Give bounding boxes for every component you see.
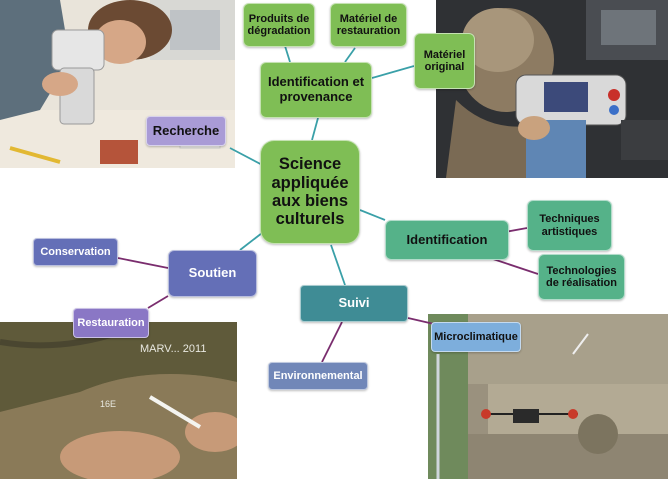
- connector-microclimatique: [407, 317, 435, 325]
- center-node: Science appliquée aux biens culturels: [260, 140, 360, 244]
- connector-conservation: [117, 257, 169, 269]
- node-identification-provenance-label: Identification et provenance: [267, 74, 365, 104]
- node-materiel-restauration-label: Matériel de restauration: [336, 12, 401, 37]
- node-suivi-label: Suivi: [338, 295, 370, 311]
- node-conservation-label: Conservation: [40, 245, 111, 258]
- node-technologies-realisation: Technologies de réalisation: [538, 254, 625, 300]
- connector-identification: [359, 209, 386, 221]
- connector-produits: [284, 45, 291, 63]
- photo-xrf-analysis: [436, 0, 668, 178]
- svg-text:MARV... 2011: MARV... 2011: [140, 343, 206, 355]
- node-materiel-original: Matériel original: [414, 33, 475, 89]
- node-restauration-label: Restauration: [77, 316, 145, 329]
- node-restauration: Restauration: [73, 308, 149, 338]
- node-soutien: Soutien: [168, 250, 257, 297]
- connector-suivi: [330, 244, 346, 286]
- node-soutien-label: Soutien: [188, 265, 237, 281]
- node-suivi: Suivi: [300, 285, 408, 322]
- connector-technologies: [489, 257, 539, 275]
- connector-environnemental: [321, 321, 343, 363]
- node-produits-degradation-label: Produits de dégradation: [247, 12, 311, 37]
- node-materiel-restauration: Matériel de restauration: [330, 3, 407, 47]
- center-node-label: Science appliquée aux biens culturels: [271, 155, 349, 229]
- node-conservation: Conservation: [33, 238, 118, 266]
- node-identification-label: Identification: [406, 231, 488, 247]
- connector-soutien: [239, 232, 263, 251]
- node-environnemental-label: Environnemental: [273, 369, 363, 382]
- node-microclimatique-label: Microclimatique: [434, 330, 518, 343]
- node-recherche: Recherche: [146, 116, 226, 146]
- node-techniques-artistiques-label: Techniques artistiques: [539, 213, 600, 238]
- connector-restauration: [147, 295, 169, 309]
- connector-materiel-original: [371, 65, 415, 79]
- svg-text:16E: 16E: [100, 399, 116, 409]
- photo-restoration-cleaning: MARV... 2011 16E: [0, 322, 237, 479]
- node-produits-degradation: Produits de dégradation: [243, 3, 315, 47]
- node-recherche-label: Recherche: [152, 122, 220, 138]
- node-materiel-original-label: Matériel original: [423, 48, 466, 73]
- node-microclimatique: Microclimatique: [431, 322, 521, 352]
- connector-identification-provenance: [311, 117, 319, 141]
- node-technologies-realisation-label: Technologies de réalisation: [546, 264, 617, 289]
- connector-materiel-restauration: [344, 47, 356, 63]
- node-identification-provenance: Identification et provenance: [260, 62, 372, 118]
- node-techniques-artistiques: Techniques artistiques: [527, 200, 612, 251]
- node-identification: Identification: [385, 220, 509, 260]
- node-environnemental: Environnemental: [268, 362, 368, 390]
